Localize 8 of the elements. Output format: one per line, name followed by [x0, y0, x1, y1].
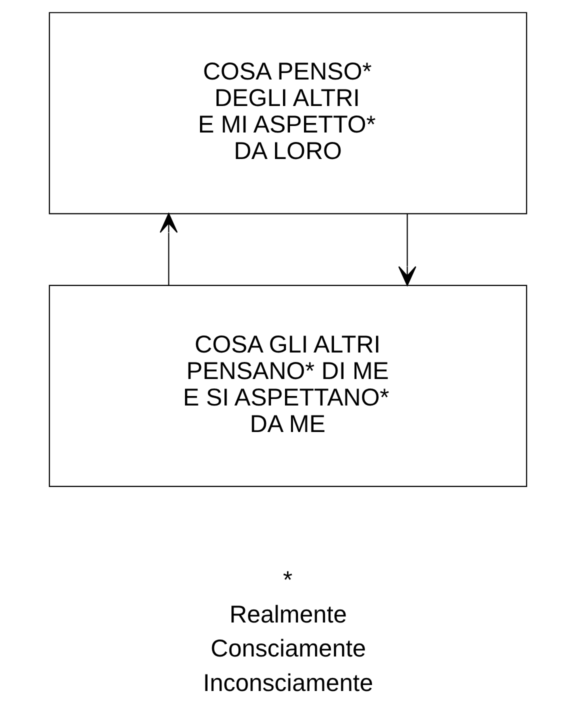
- label: Inconsciamente: [202, 670, 373, 697]
- node-box: COSA PENSO* DEGLI ALTRI E MI ASPETTO* DA LORO: [48, 12, 527, 214]
- arrow: [398, 214, 416, 286]
- label: Realmente: [228, 601, 346, 628]
- node-box: COSA GLI ALTRI PENSANO* DI ME E SI ASPETTANO* DA ME: [48, 284, 527, 488]
- label: Consciamente: [210, 636, 366, 663]
- label: *: [282, 567, 292, 594]
- arrow: [159, 213, 178, 286]
